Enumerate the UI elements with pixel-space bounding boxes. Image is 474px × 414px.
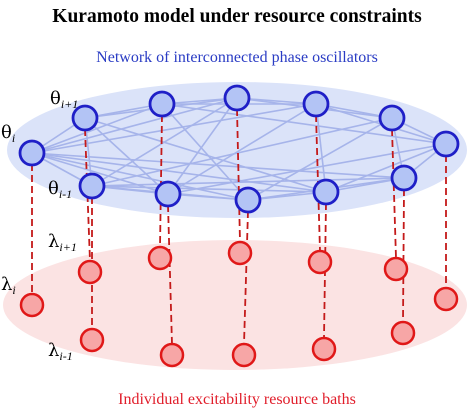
phase-oscillator-node [378, 104, 406, 132]
resource-bath-node [390, 320, 416, 346]
phase-oscillator-node [148, 90, 176, 118]
resource-bath-node [231, 342, 257, 368]
resource-bath-node [433, 286, 459, 312]
coupling-line [31, 152, 327, 193]
phase-oscillators [18, 84, 460, 214]
oscillator-bath-link [243, 210, 249, 345]
resource-bath-node [77, 259, 103, 285]
theta-i-minus-1-label: θi-1 [48, 178, 72, 201]
phase-oscillator-node [302, 90, 330, 118]
phase-oscillator-node [390, 164, 418, 192]
resource-bath-node [147, 245, 173, 271]
bath-caption: Individual excitability resource baths [118, 391, 356, 408]
phase-oscillator-node [71, 104, 99, 132]
coupling-line [31, 97, 238, 154]
phase-oscillator-node [234, 186, 262, 214]
phase-oscillator-node [154, 180, 182, 208]
phase-oscillator-node [312, 178, 340, 206]
theta-i-label: θi [1, 122, 15, 145]
resource-bath-node [307, 249, 333, 275]
resource-bath-node [227, 240, 253, 266]
coupling-line [31, 152, 249, 201]
coupling-line [247, 117, 393, 201]
network-plane [7, 82, 467, 218]
coupling-line [167, 103, 317, 195]
lambda-i-plus-1-label: λi+1 [48, 231, 77, 254]
diagram-title: Kuramoto model under resource constraint… [52, 6, 422, 27]
oscillator-bath-link [402, 188, 405, 323]
resource-bath-node [383, 256, 409, 282]
resource-baths [19, 240, 459, 368]
resource-bath-node [311, 336, 337, 362]
theta-i-plus-1-label: θi+1 [50, 88, 78, 111]
phase-oscillator-node [432, 130, 460, 158]
resource-bath-node [159, 342, 185, 368]
coupling-line [31, 103, 317, 154]
coupling-line [315, 103, 327, 193]
coupling-line [91, 117, 393, 187]
oscillator-bath-links [31, 108, 447, 345]
coupling-line [167, 97, 238, 195]
lambda-i-label: λi [1, 274, 16, 297]
phase-oscillator-node [78, 172, 106, 200]
lambda-i-minus-1-label: λi-1 [48, 340, 73, 363]
coupling-line [84, 117, 169, 195]
coupling-line [325, 143, 447, 193]
coupling-lines [31, 97, 447, 201]
oscillator-bath-link [236, 108, 241, 243]
phase-oscillator-node [223, 84, 251, 112]
coupling-line [161, 103, 249, 201]
resource-bath-node [19, 292, 45, 318]
oscillator-bath-link [167, 204, 173, 345]
network-caption: Network of interconnected phase oscillat… [96, 49, 378, 66]
phase-oscillator-node [18, 139, 46, 167]
coupling-line [84, 117, 327, 193]
coupling-line [91, 97, 238, 187]
coupling-line [91, 177, 405, 187]
oscillator-bath-link [159, 114, 163, 248]
coupling-line [91, 185, 327, 193]
resource-bath-plane [3, 240, 467, 370]
coupling-line [167, 143, 447, 195]
coupling-line [161, 103, 447, 145]
resource-bath-node [79, 327, 105, 353]
